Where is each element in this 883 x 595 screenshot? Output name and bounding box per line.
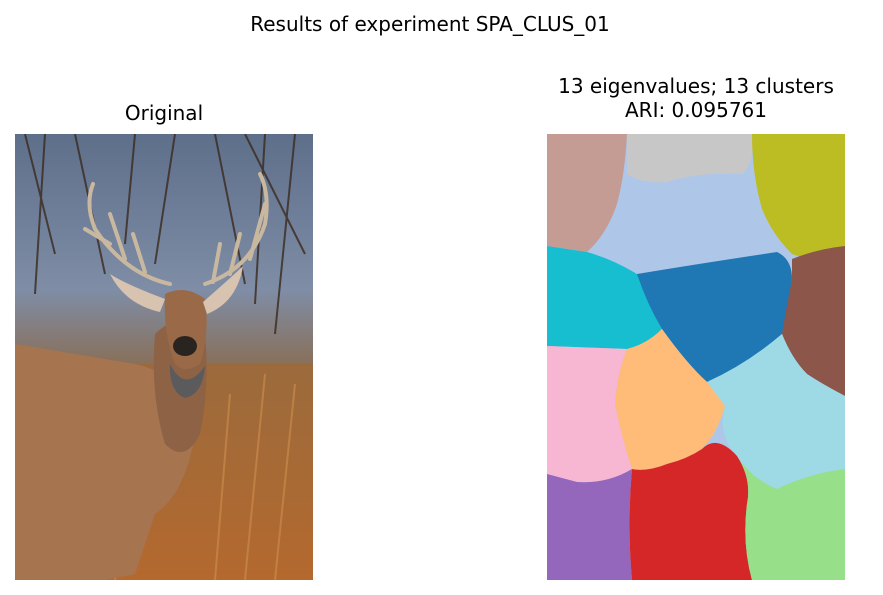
segmentation-panel-title: 13 eigenvalues; 13 clusters ARI: 0.09576… bbox=[520, 74, 872, 122]
cluster-region-cyan bbox=[547, 246, 662, 349]
cluster-map bbox=[547, 134, 845, 580]
cluster-region-dark-blue bbox=[637, 252, 792, 382]
cluster-region-pink bbox=[547, 346, 632, 483]
cluster-region-red bbox=[629, 442, 752, 580]
cluster-region-orange bbox=[615, 329, 725, 470]
cluster-region-green bbox=[737, 456, 845, 580]
segmentation-title-line-2: ARI: 0.095761 bbox=[624, 98, 767, 122]
cluster-region-brown bbox=[782, 246, 845, 396]
cluster-region-purple bbox=[547, 469, 632, 580]
figure-title: Results of experiment SPA_CLUS_01 bbox=[250, 12, 610, 36]
cluster-region-gray bbox=[627, 134, 753, 183]
original-image bbox=[15, 134, 313, 580]
segmentation-title-line-1: 13 eigenvalues; 13 clusters bbox=[558, 74, 834, 98]
cluster-region-olive bbox=[752, 134, 845, 258]
cluster-region-mauve bbox=[547, 134, 627, 252]
original-panel-title: Original bbox=[124, 101, 204, 125]
deer-photo bbox=[15, 134, 313, 580]
cluster-region-light-cyan bbox=[707, 334, 845, 489]
segmentation-image bbox=[547, 134, 845, 580]
